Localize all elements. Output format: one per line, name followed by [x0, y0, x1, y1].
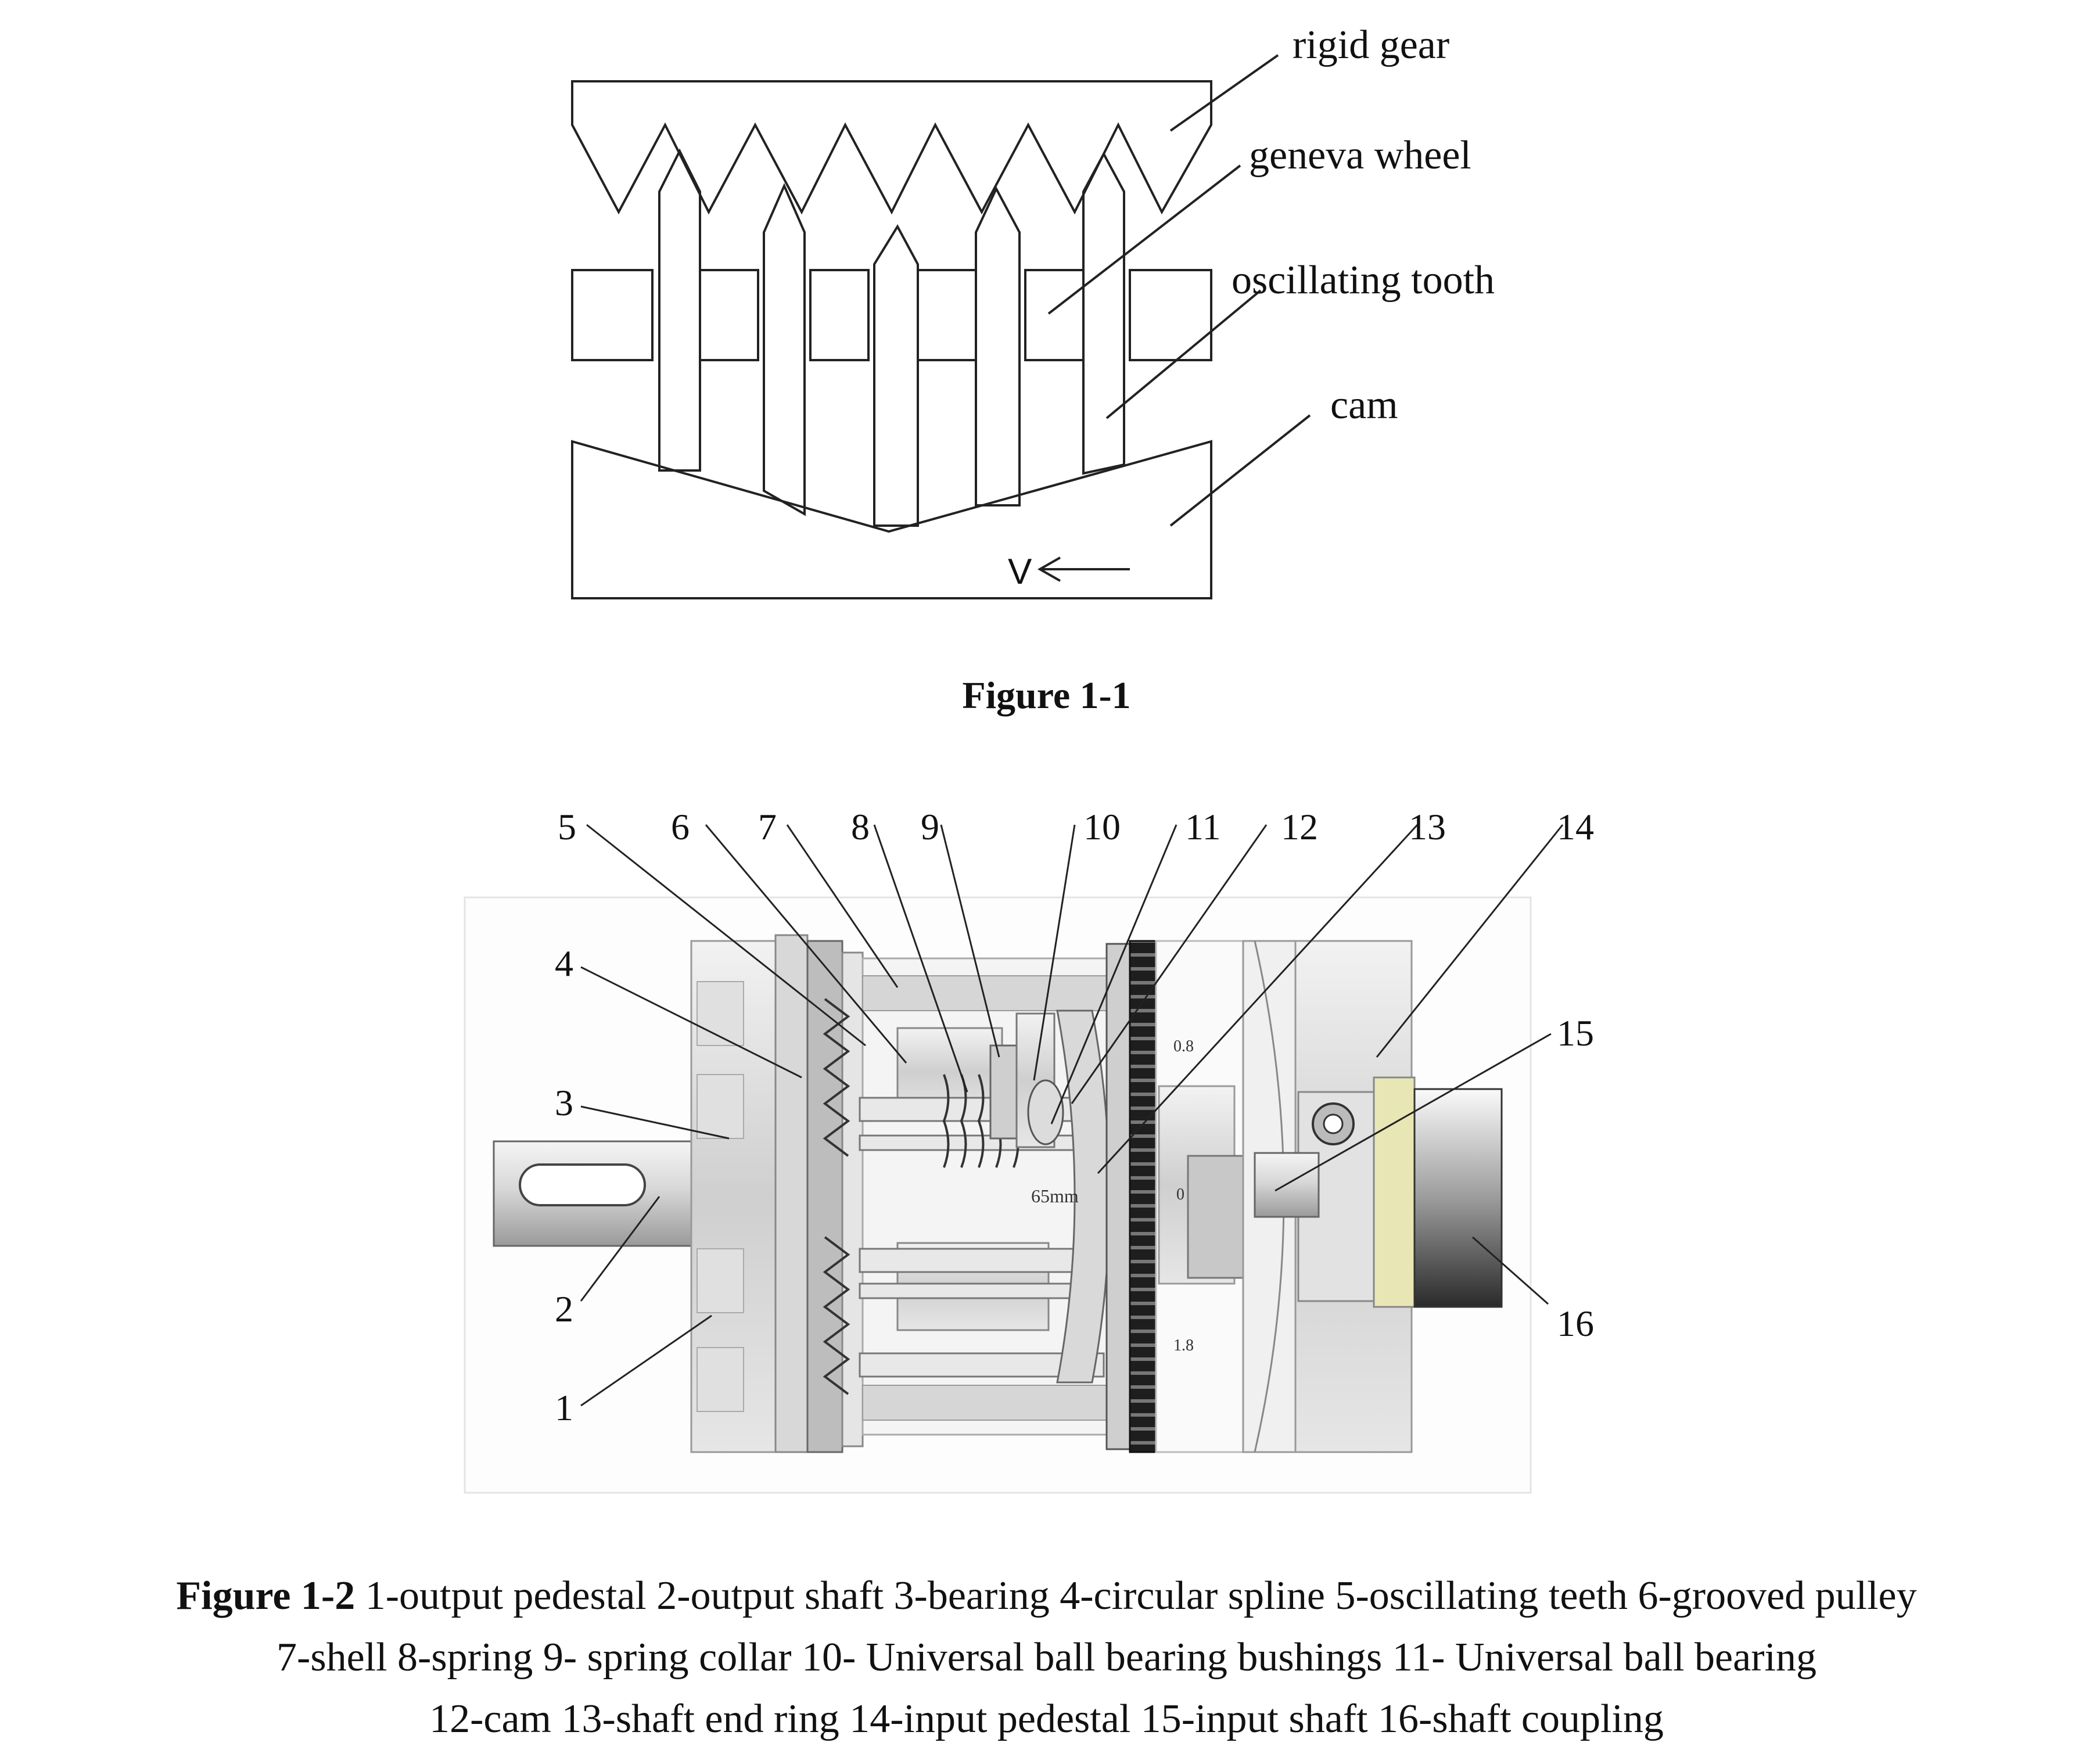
- label-oscillating-tooth: oscillating tooth: [1232, 258, 1495, 303]
- callout-6: 6: [671, 806, 690, 847]
- label-velocity: V: [1008, 552, 1032, 592]
- universal-ball-bearing: [1027, 1079, 1064, 1145]
- scale-tick-0-8: 0.8: [1173, 1037, 1194, 1055]
- label-geneva-wheel: geneva wheel: [1249, 133, 1471, 178]
- scale-column: [1155, 940, 1256, 1453]
- callout-16: 16: [1557, 1303, 1594, 1344]
- cam: [571, 440, 1212, 599]
- callout-7: 7: [758, 806, 777, 847]
- caption-line-1: Figure 1-2 1-output pedestal 2-output sh…: [0, 1565, 2093, 1627]
- callout-5: 5: [558, 806, 576, 847]
- callout-11: 11: [1185, 806, 1221, 847]
- label-cam: cam: [1330, 383, 1398, 427]
- figure-1-2-caption: Figure 1-2 1-output pedestal 2-output sh…: [0, 1565, 2093, 1750]
- callout-3: 3: [555, 1082, 573, 1123]
- output-shaft: [493, 1140, 692, 1247]
- rigid-gear: [571, 80, 1212, 215]
- caption-text-1: 1-output pedestal 2-output shaft 3-beari…: [355, 1573, 1917, 1618]
- callout-8: 8: [851, 806, 870, 847]
- callout-2: 2: [555, 1288, 573, 1330]
- gear-teeth-ring: [1129, 940, 1157, 1453]
- scale-tick-0: 0: [1176, 1185, 1184, 1203]
- dimension-label: 65mm: [1031, 1185, 1079, 1206]
- figure-1-1-diagram: rigid gear geneva wheel oscillating toot…: [571, 23, 1495, 599]
- output-pedestal: [690, 934, 809, 1453]
- callout-4: 4: [555, 943, 573, 984]
- caption-line-3: 12-cam 13-shaft end ring 14-input pedest…: [429, 1697, 1664, 1741]
- scale-tick-1-8: 1.8: [1173, 1337, 1194, 1355]
- callout-13: 13: [1409, 806, 1446, 847]
- caption-title: Figure 1-2: [176, 1573, 356, 1618]
- figure-1-1-caption: Figure 1-1: [962, 674, 1131, 717]
- callout-15: 15: [1557, 1012, 1594, 1054]
- caption-line-2: 7-shell 8-spring 9- spring collar 10- Un…: [277, 1635, 1816, 1680]
- oscillating-teeth-zigzag: [823, 998, 850, 1157]
- callout-1: 1: [555, 1387, 573, 1428]
- label-rigid-gear: rigid gear: [1293, 23, 1449, 67]
- shaft-end-ring: [1105, 943, 1134, 1450]
- callout-12: 12: [1281, 806, 1318, 847]
- callout-10: 10: [1083, 806, 1121, 847]
- input-shaft: [1254, 1152, 1320, 1218]
- shaft-coupling: [1373, 1076, 1503, 1308]
- callout-14: 14: [1557, 806, 1594, 847]
- callout-9: 9: [921, 806, 939, 847]
- figure-1-2-diagram: 0.8 0 1.8 65mm 5 6 7: [464, 806, 1594, 1494]
